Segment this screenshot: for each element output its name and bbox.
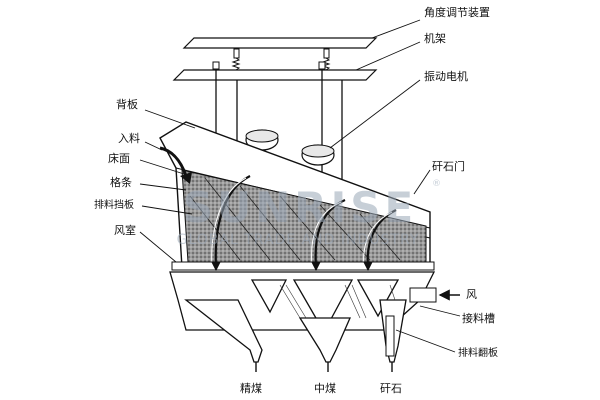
- hopper-hatching: [279, 284, 396, 319]
- label-bed-surface: 床面: [108, 151, 130, 165]
- label-frame: 机架: [424, 31, 446, 45]
- label-discharge-baffle: 排料挡板: [94, 198, 134, 211]
- label-grate-bars: 格条: [110, 175, 132, 189]
- label-middlings: 中煤: [314, 382, 336, 395]
- air-inlet-pipe: [409, 287, 460, 303]
- watermark-brand: SUNRISE: [183, 183, 417, 232]
- label-vibration-motor: 振动电机: [424, 69, 468, 83]
- label-back-plate: 背板: [116, 97, 138, 111]
- discharge-flap: [385, 315, 395, 357]
- watermark-subtitle: GLOBAL TRADE AND INDUSTRY: [177, 232, 420, 248]
- feed-in-arrow: [159, 146, 192, 184]
- label-angle-adjust: 角度调节装置: [424, 5, 490, 19]
- air-chamber: [171, 261, 435, 271]
- spring-left: [231, 48, 241, 71]
- label-air: 风: [466, 288, 477, 301]
- flow-arrows: [211, 250, 373, 272]
- label-discharge-flap: 排料翻板: [458, 346, 498, 359]
- outlets: [255, 362, 393, 372]
- vibration-motor: [245, 129, 335, 166]
- grate-bars: [189, 177, 401, 261]
- label-feed-in: 入料: [118, 131, 140, 145]
- labels: 角度调节装置 机架 振动电机 背板 入料 床面 格条 排料挡板 风室 矸石门 风…: [94, 5, 498, 395]
- label-air-chamber: 风室: [114, 223, 136, 237]
- label-receiving-trough: 接料槽: [462, 311, 495, 325]
- angle-adjust-device: [172, 37, 378, 81]
- label-gangue-gate: 矸石门: [432, 159, 465, 173]
- label-clean-coal: 精煤: [240, 382, 262, 395]
- spring-right: [321, 48, 331, 71]
- watermark-registered: ®: [432, 179, 441, 189]
- watermark: SUNRISE GLOBAL TRADE AND INDUSTRY ®: [177, 179, 441, 248]
- leader-lines: [139, 19, 461, 353]
- label-gangue: 矸石: [380, 382, 402, 395]
